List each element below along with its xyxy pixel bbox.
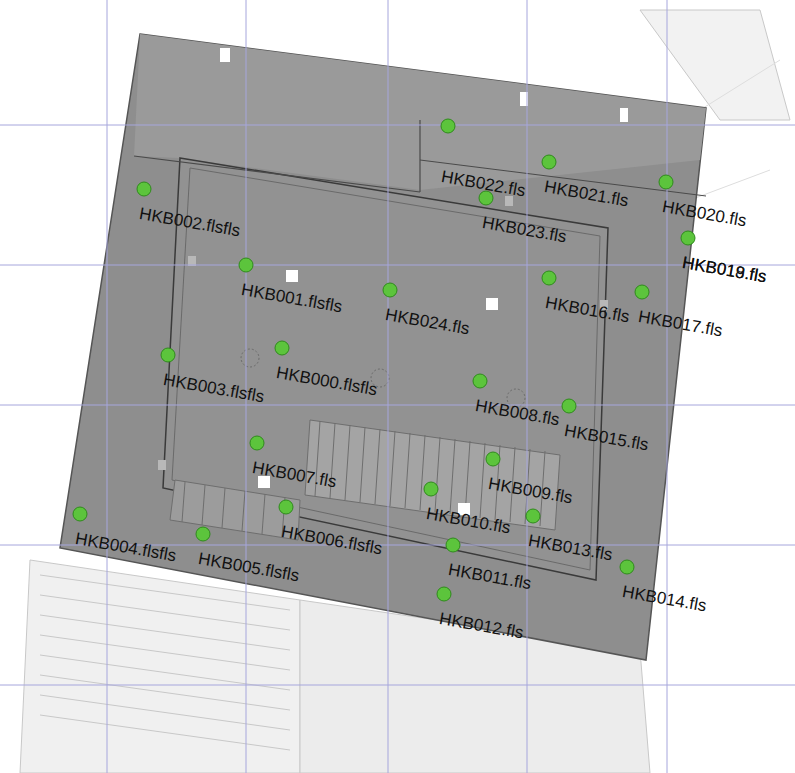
building-scan [60,34,706,660]
surroundings [20,10,790,773]
scan-position-dots [73,119,695,601]
scan-label: HKB018.fls [681,254,768,286]
